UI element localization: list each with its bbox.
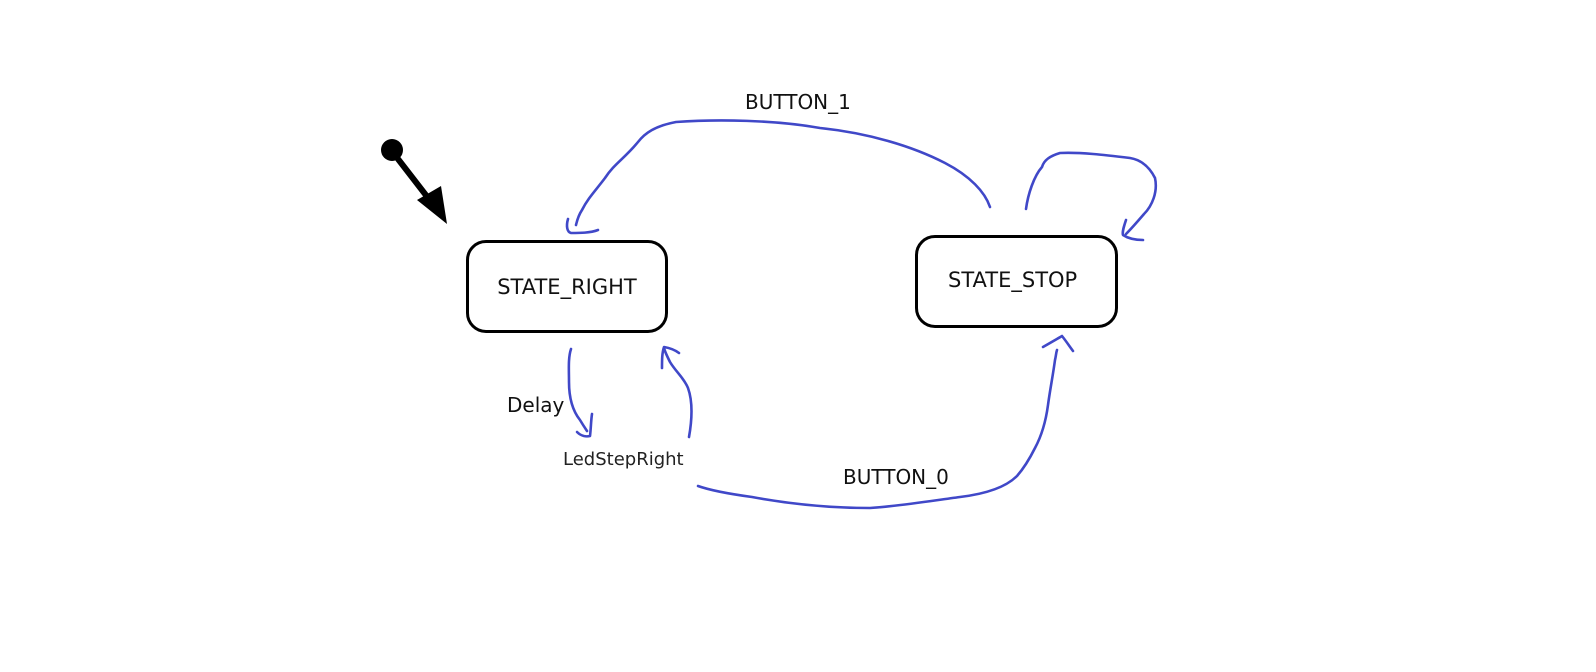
state-right-label: STATE_RIGHT (497, 274, 637, 299)
transition-label-delay: Delay (507, 393, 565, 417)
transition-selfloop-right-down (567, 347, 589, 433)
transition-selfloop-right-up (662, 346, 693, 439)
transition-selfloop-right-down-arrowhead (575, 412, 594, 438)
transition-label-button0: BUTTON_0 (843, 465, 949, 489)
initial-state-dot (381, 139, 403, 161)
transition-arrowhead-button1 (565, 217, 600, 235)
transition-arc-button0 (696, 348, 1059, 510)
transition-arrowhead-button0 (1041, 334, 1075, 353)
transition-label-button1: BUTTON_1 (745, 90, 851, 114)
transition-action-ledstepright: LedStepRight (563, 449, 684, 470)
transition-selfloop-stop (1024, 151, 1158, 236)
initial-transition-arrowhead (417, 186, 447, 224)
transition-selfloop-stop-arrowhead (1121, 218, 1145, 242)
transition-arc-button1 (574, 119, 992, 227)
state-right-box[interactable]: STATE_RIGHT (466, 240, 668, 333)
transition-selfloop-right-up-arrowhead (660, 345, 681, 370)
state-stop-box[interactable]: STATE_STOP (915, 235, 1118, 328)
state-stop-label: STATE_STOP (948, 267, 1078, 292)
